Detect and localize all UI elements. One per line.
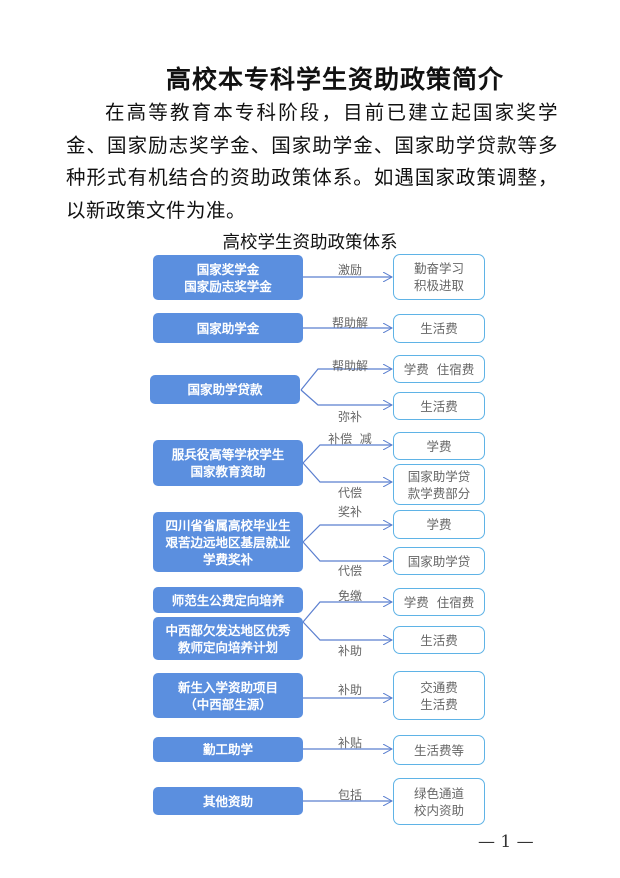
box-line: 服兵役高等学校学生	[171, 447, 285, 462]
box-line: 校内资助	[413, 802, 464, 818]
policy-box-sichuan: 四川省省属高校毕业生艰苦边远地区基层就业学费奖补	[153, 512, 303, 572]
arrow-label: 补贴	[337, 736, 362, 750]
arrow-label: 帮助解	[331, 316, 368, 330]
outcome-box: 学费 住宿费	[393, 588, 485, 616]
outcome-box: 国家助学贷	[393, 547, 485, 575]
outcome-box: 生活费	[393, 314, 485, 343]
policy-box-other: 其他资助	[153, 787, 303, 815]
arrow-line	[302, 462, 392, 482]
arrow-label: 代偿	[337, 486, 362, 500]
policy-box-freshman: 新生入学资助项目（中西部生源）	[153, 673, 303, 718]
arrow-label: 补偿 减	[328, 432, 372, 446]
policy-box-normal-student: 师范生公费定向培养	[153, 587, 303, 613]
arrow-line	[302, 541, 392, 561]
arrow-label: 包括	[337, 788, 362, 802]
outcome-box: 国家助学贷款学费部分	[393, 464, 485, 505]
box-line: 中西部欠发达地区优秀	[165, 622, 291, 638]
policy-box-grant: 国家助学金	[153, 313, 303, 343]
arrow-label: 代偿	[337, 564, 362, 578]
box-line: 生活费	[420, 321, 458, 336]
box-line: 国家助学贷	[407, 553, 471, 569]
arrow-label: 帮助解	[331, 359, 368, 373]
outcome-box: 生活费等	[393, 735, 485, 765]
box-line: 艰苦边远地区基层就业	[165, 534, 291, 550]
arrow-line	[302, 445, 392, 464]
arrow-label: 激励	[337, 263, 362, 277]
box-line: （中西部生源）	[184, 696, 272, 712]
arrow-line	[300, 389, 392, 405]
outcome-box: 勤奋学习积极进取	[393, 254, 485, 300]
arrow-label: 补助	[337, 683, 362, 697]
box-line: 学费	[426, 438, 452, 454]
box-line: 学费 住宿费	[403, 361, 475, 377]
outcome-box: 交通费生活费	[393, 671, 485, 720]
policy-box-military: 服兵役高等学校学生国家教育资助	[153, 440, 303, 486]
box-line: 四川省省属高校毕业生	[165, 517, 291, 533]
box-line: 款学费部分	[407, 485, 471, 501]
outcome-box: 绿色通道校内资助	[393, 778, 485, 825]
box-line: 新生入学资助项目	[177, 679, 278, 695]
arrow-label: 补助	[337, 644, 362, 658]
arrow-label: 免缴	[337, 589, 362, 603]
policy-box-scholarship: 国家奖学金国家励志奖学金	[153, 255, 303, 300]
page-title: 高校本专科学生资助政策简介	[165, 65, 504, 94]
box-line: 国家助学金	[196, 320, 260, 336]
box-line: 国家教育资助	[190, 464, 266, 479]
box-line: 国家励志奖学金	[184, 278, 272, 294]
box-line: 国家助学贷款	[187, 382, 263, 397]
box-line: 教师定向培养计划	[177, 639, 278, 655]
outcome-box: 生活费	[393, 626, 485, 654]
page-number: — 1 —	[478, 832, 534, 852]
box-line: 其他资助	[202, 793, 253, 809]
box-line: 交通费	[420, 679, 458, 695]
arrow-line	[302, 621, 392, 640]
outcome-box: 生活费	[393, 392, 485, 420]
outcome-box: 学费	[393, 432, 485, 460]
box-line: 师范生公费定向培养	[171, 592, 285, 608]
arrow-label: 奖补	[337, 505, 362, 519]
box-line: 生活费	[420, 398, 458, 414]
outcome-box: 学费 住宿费	[393, 355, 485, 383]
box-line: 生活费	[420, 632, 458, 648]
box-line: 生活费等	[413, 742, 464, 758]
arrow-line	[302, 602, 392, 623]
box-line: 勤奋学习	[413, 261, 464, 276]
box-line: 生活费	[420, 696, 458, 712]
box-line: 国家助学贷	[407, 468, 471, 484]
box-line: 国家奖学金	[196, 261, 260, 277]
outcome-box: 学费	[393, 510, 485, 539]
policy-box-loan: 国家助学贷款	[150, 375, 300, 404]
box-line: 绿色通道	[413, 785, 464, 801]
box-line: 勤工助学	[202, 742, 253, 757]
arrow-line	[300, 369, 392, 391]
arrow-label: 弥补	[337, 410, 362, 424]
intro-paragraph: 在高等教育本专科阶段，目前已建立起国家奖学金、国家励志奖学金、国家助学金、国家助…	[66, 101, 558, 222]
policy-box-work-study: 勤工助学	[153, 737, 303, 762]
arrow-line	[302, 525, 392, 543]
box-line: 学费	[426, 517, 452, 532]
box-line: 学费 住宿费	[403, 594, 475, 610]
box-line: 学费奖补	[202, 551, 253, 567]
diagram-title: 高校学生资助政策体系	[222, 233, 398, 253]
box-line: 积极进取	[413, 278, 464, 293]
policy-box-teacher-plan: 中西部欠发达地区优秀教师定向培养计划	[153, 617, 303, 660]
